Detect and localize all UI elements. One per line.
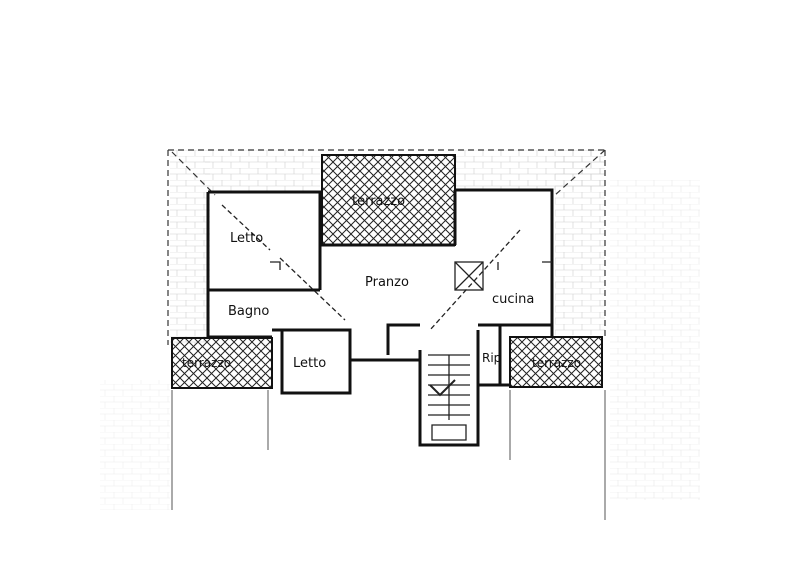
label-terrazzo-right: terrazzo — [532, 356, 581, 370]
label-cucina: cucina — [492, 292, 534, 307]
property-boundary — [167, 149, 606, 345]
walls — [206, 188, 554, 447]
label-bagno: Bagno — [228, 304, 269, 319]
label-terrazzo-top: terrazzo — [352, 194, 405, 209]
label-pranzo: Pranzo — [365, 275, 409, 290]
label-rip: Rip — [482, 351, 501, 365]
label-letto-top: Letto — [230, 231, 263, 246]
terrace-top — [321, 154, 456, 246]
label-terrazzo-left: terrazzo — [182, 356, 231, 370]
background-shading — [100, 150, 700, 510]
terrace-left — [171, 337, 273, 389]
terrace-right — [509, 336, 603, 388]
interior-details — [171, 204, 606, 520]
label-letto-bottom: Letto — [293, 356, 326, 371]
